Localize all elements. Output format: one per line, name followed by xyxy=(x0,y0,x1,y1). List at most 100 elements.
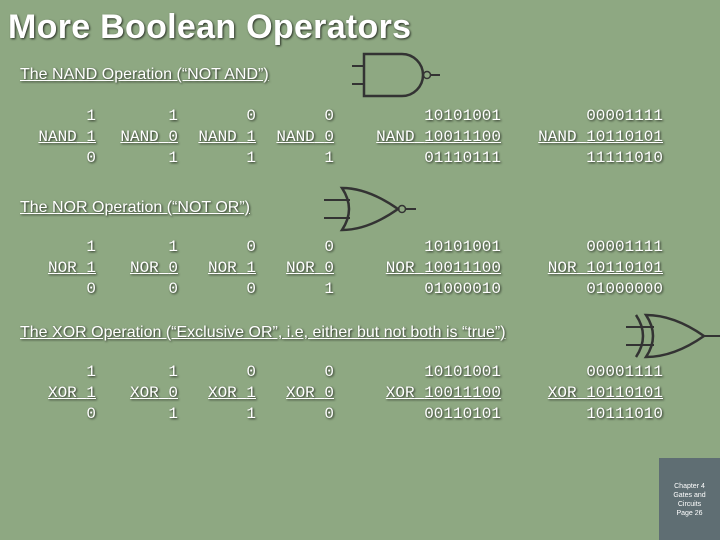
result: 01000010 xyxy=(424,280,501,298)
nor-gate-icon xyxy=(324,186,416,232)
operand-b: 10110101 xyxy=(586,259,663,277)
operand-a: 0 xyxy=(246,107,256,125)
operator-label: NAND xyxy=(38,128,77,146)
result: 1 xyxy=(246,405,256,423)
operand-b: 1 xyxy=(86,128,96,146)
xor-gate-icon xyxy=(626,313,720,359)
nor-heading: The NOR Operation (“NOT OR”) xyxy=(20,199,250,216)
badge-topic-line2: Circuits xyxy=(677,501,702,508)
nand-heading: The NAND Operation (“NOT AND”) xyxy=(20,66,269,83)
chapter-page-badge: Chapter 4 Gates and Circuits Page 26 xyxy=(659,458,720,540)
operand-a: 10101001 xyxy=(424,238,501,256)
operator-row: NOR 1 xyxy=(48,258,96,279)
operator-row: NOR 0 xyxy=(286,258,334,279)
operand-a: 1 xyxy=(86,107,96,125)
result: 01110111 xyxy=(424,149,501,167)
operator-row: NOR 1 xyxy=(208,258,256,279)
operator-row: XOR 1 xyxy=(48,383,96,404)
operator-row: NAND 1 xyxy=(198,127,256,148)
operator-row: XOR 0 xyxy=(130,383,178,404)
operand-b: 1 xyxy=(246,128,256,146)
operand-b: 1 xyxy=(86,259,96,277)
operator-label: XOR xyxy=(207,384,237,402)
operand-b: 10110101 xyxy=(586,128,663,146)
operand-a: 10101001 xyxy=(424,363,501,381)
result: 1 xyxy=(246,149,256,167)
operator-row: NAND 0 xyxy=(120,127,178,148)
operand-b: 10011100 xyxy=(424,259,501,277)
operator-label: NOR xyxy=(285,259,315,277)
operand-b: 0 xyxy=(324,384,334,402)
operator-label: NOR xyxy=(385,259,415,277)
result: 10111010 xyxy=(586,405,663,423)
operator-label: NAND xyxy=(538,128,577,146)
operand-b: 10011100 xyxy=(424,128,501,146)
operator-row: NOR 10011100 xyxy=(386,258,501,279)
operand-a: 0 xyxy=(324,363,334,381)
operand-a: 00001111 xyxy=(586,238,663,256)
operand-b: 1 xyxy=(246,384,256,402)
operator-row: NOR 0 xyxy=(130,258,178,279)
operator-row: XOR 0 xyxy=(286,383,334,404)
result: 1 xyxy=(168,149,178,167)
operator-row: XOR 1 xyxy=(208,383,256,404)
result: 1 xyxy=(168,405,178,423)
operator-label: XOR xyxy=(285,384,315,402)
badge-topic-line1: Gates and xyxy=(673,492,706,499)
operator-label: XOR xyxy=(547,384,577,402)
result: 0 xyxy=(246,280,256,298)
result: 00110101 xyxy=(424,405,501,423)
operator-row: NOR 10110101 xyxy=(548,258,663,279)
operator-label: NAND xyxy=(376,128,415,146)
badge-chapter: Chapter 4 xyxy=(674,483,705,490)
operator-label: NOR xyxy=(207,259,237,277)
operator-label: NOR xyxy=(47,259,77,277)
result: 0 xyxy=(86,280,96,298)
nand-gate-icon xyxy=(352,52,440,98)
operand-a: 0 xyxy=(246,238,256,256)
operand-b: 0 xyxy=(324,259,334,277)
operand-a: 10101001 xyxy=(424,107,501,125)
operator-label: NAND xyxy=(198,128,237,146)
xor-heading: The XOR Operation (“Exclusive OR”, i.e, … xyxy=(20,324,506,341)
operator-label: NAND xyxy=(276,128,315,146)
operand-b: 0 xyxy=(168,384,178,402)
result: 01000000 xyxy=(586,280,663,298)
operand-b: 0 xyxy=(324,128,334,146)
operator-label: XOR xyxy=(129,384,159,402)
operand-a: 1 xyxy=(168,238,178,256)
operand-a: 1 xyxy=(86,238,96,256)
slide-title: More Boolean Operators xyxy=(8,8,412,46)
operand-b: 1 xyxy=(246,259,256,277)
operand-a: 00001111 xyxy=(586,107,663,125)
operand-b: 1 xyxy=(86,384,96,402)
result: 1 xyxy=(324,149,334,167)
operator-label: NAND xyxy=(120,128,159,146)
operand-b: 10011100 xyxy=(424,384,501,402)
operator-label: NOR xyxy=(129,259,159,277)
operand-a: 0 xyxy=(246,363,256,381)
operand-a: 0 xyxy=(324,238,334,256)
operator-label: XOR xyxy=(47,384,77,402)
operator-label: NOR xyxy=(547,259,577,277)
operator-row: NAND 10110101 xyxy=(538,127,663,148)
operator-row: XOR 10110101 xyxy=(548,383,663,404)
operand-a: 00001111 xyxy=(586,363,663,381)
